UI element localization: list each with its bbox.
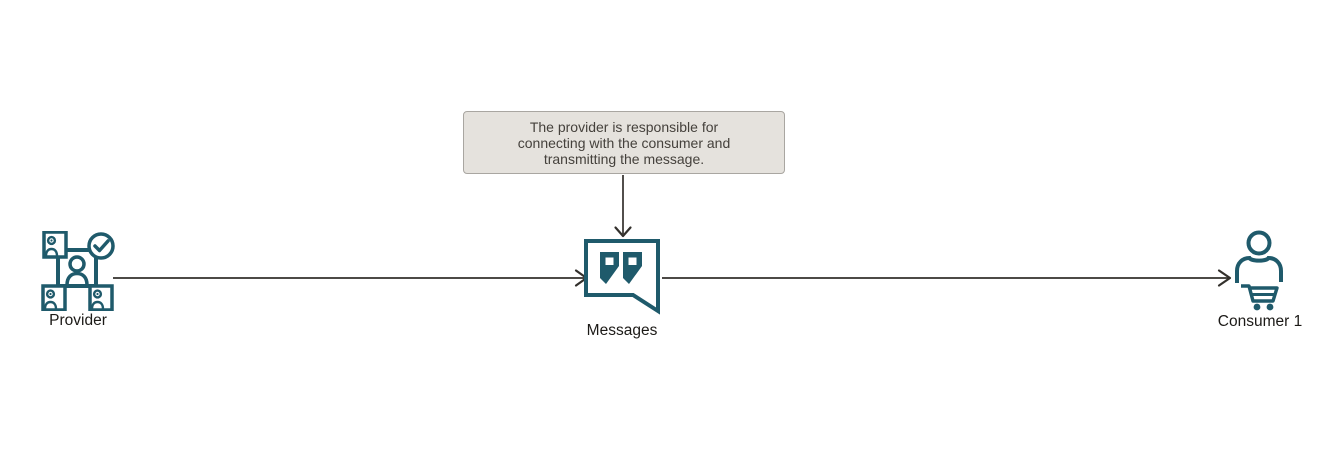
node-label-provider: Provider [49,312,107,329]
callout-line: connecting with the consumer and [517,134,731,151]
connector-callout-to-messages [614,175,632,238]
shopping-cart-icon [1241,284,1279,311]
arrowhead-down-icon [614,226,632,238]
speech-bubble-outline [584,239,660,315]
connector-provider-to-messages [113,269,588,287]
callout-line: The provider is responsible for [529,118,719,135]
badge-card-top-left [42,231,68,259]
callout-box: The provider is responsible for connecti… [463,111,785,174]
arrowhead-right-icon [1217,269,1232,287]
node-consumer1: Consumer 1 [1218,230,1302,330]
callout-line: transmitting the message. [543,150,705,167]
connector-messages-to-consumer1 [662,269,1232,287]
badge-card-bottom-left [41,284,67,311]
speech-bubble-quotes-icon [584,239,660,315]
person-shopping-cart-icon [1235,230,1283,311]
node-label-consumer1: Consumer 1 [1217,313,1303,330]
node-provider: Provider [41,231,115,331]
check-circle-icon [87,232,115,260]
quote-mark-icon [600,252,619,284]
provider-group-check-icon [41,231,115,311]
badge-card-bottom-right [88,284,114,311]
quote-mark-icon [623,252,642,284]
node-messages: Messages [584,239,662,349]
node-label-messages: Messages [586,322,658,339]
